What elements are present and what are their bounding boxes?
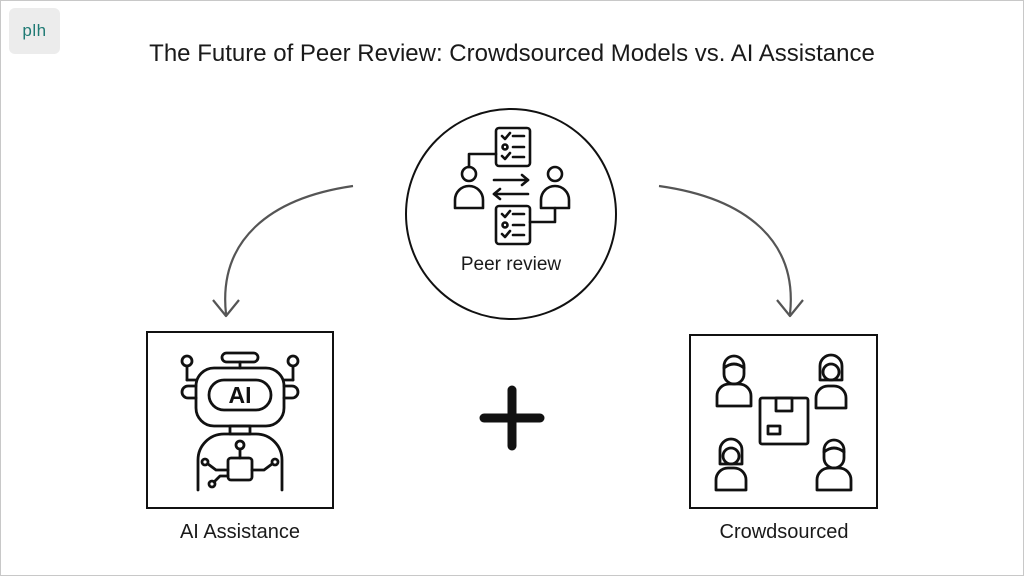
peer-review-label: Peer review (460, 254, 562, 275)
logo-text: plh (22, 21, 47, 40)
peer-review-icon (453, 126, 571, 246)
crowdsourced-box (689, 334, 878, 509)
crowdsourced-label: Crowdsourced (719, 521, 849, 543)
ai-assistance-label: AI Assistance (179, 521, 301, 543)
ai-robot-icon: AI (180, 351, 300, 492)
slide-title: The Future of Peer Review: Crowdsourced … (149, 40, 875, 67)
brand-logo: plh (9, 8, 60, 54)
peer-review-circle (405, 108, 617, 320)
plus-icon (479, 385, 545, 451)
ai-visor-text: AI (229, 382, 252, 408)
crowd-team-icon (714, 353, 853, 492)
